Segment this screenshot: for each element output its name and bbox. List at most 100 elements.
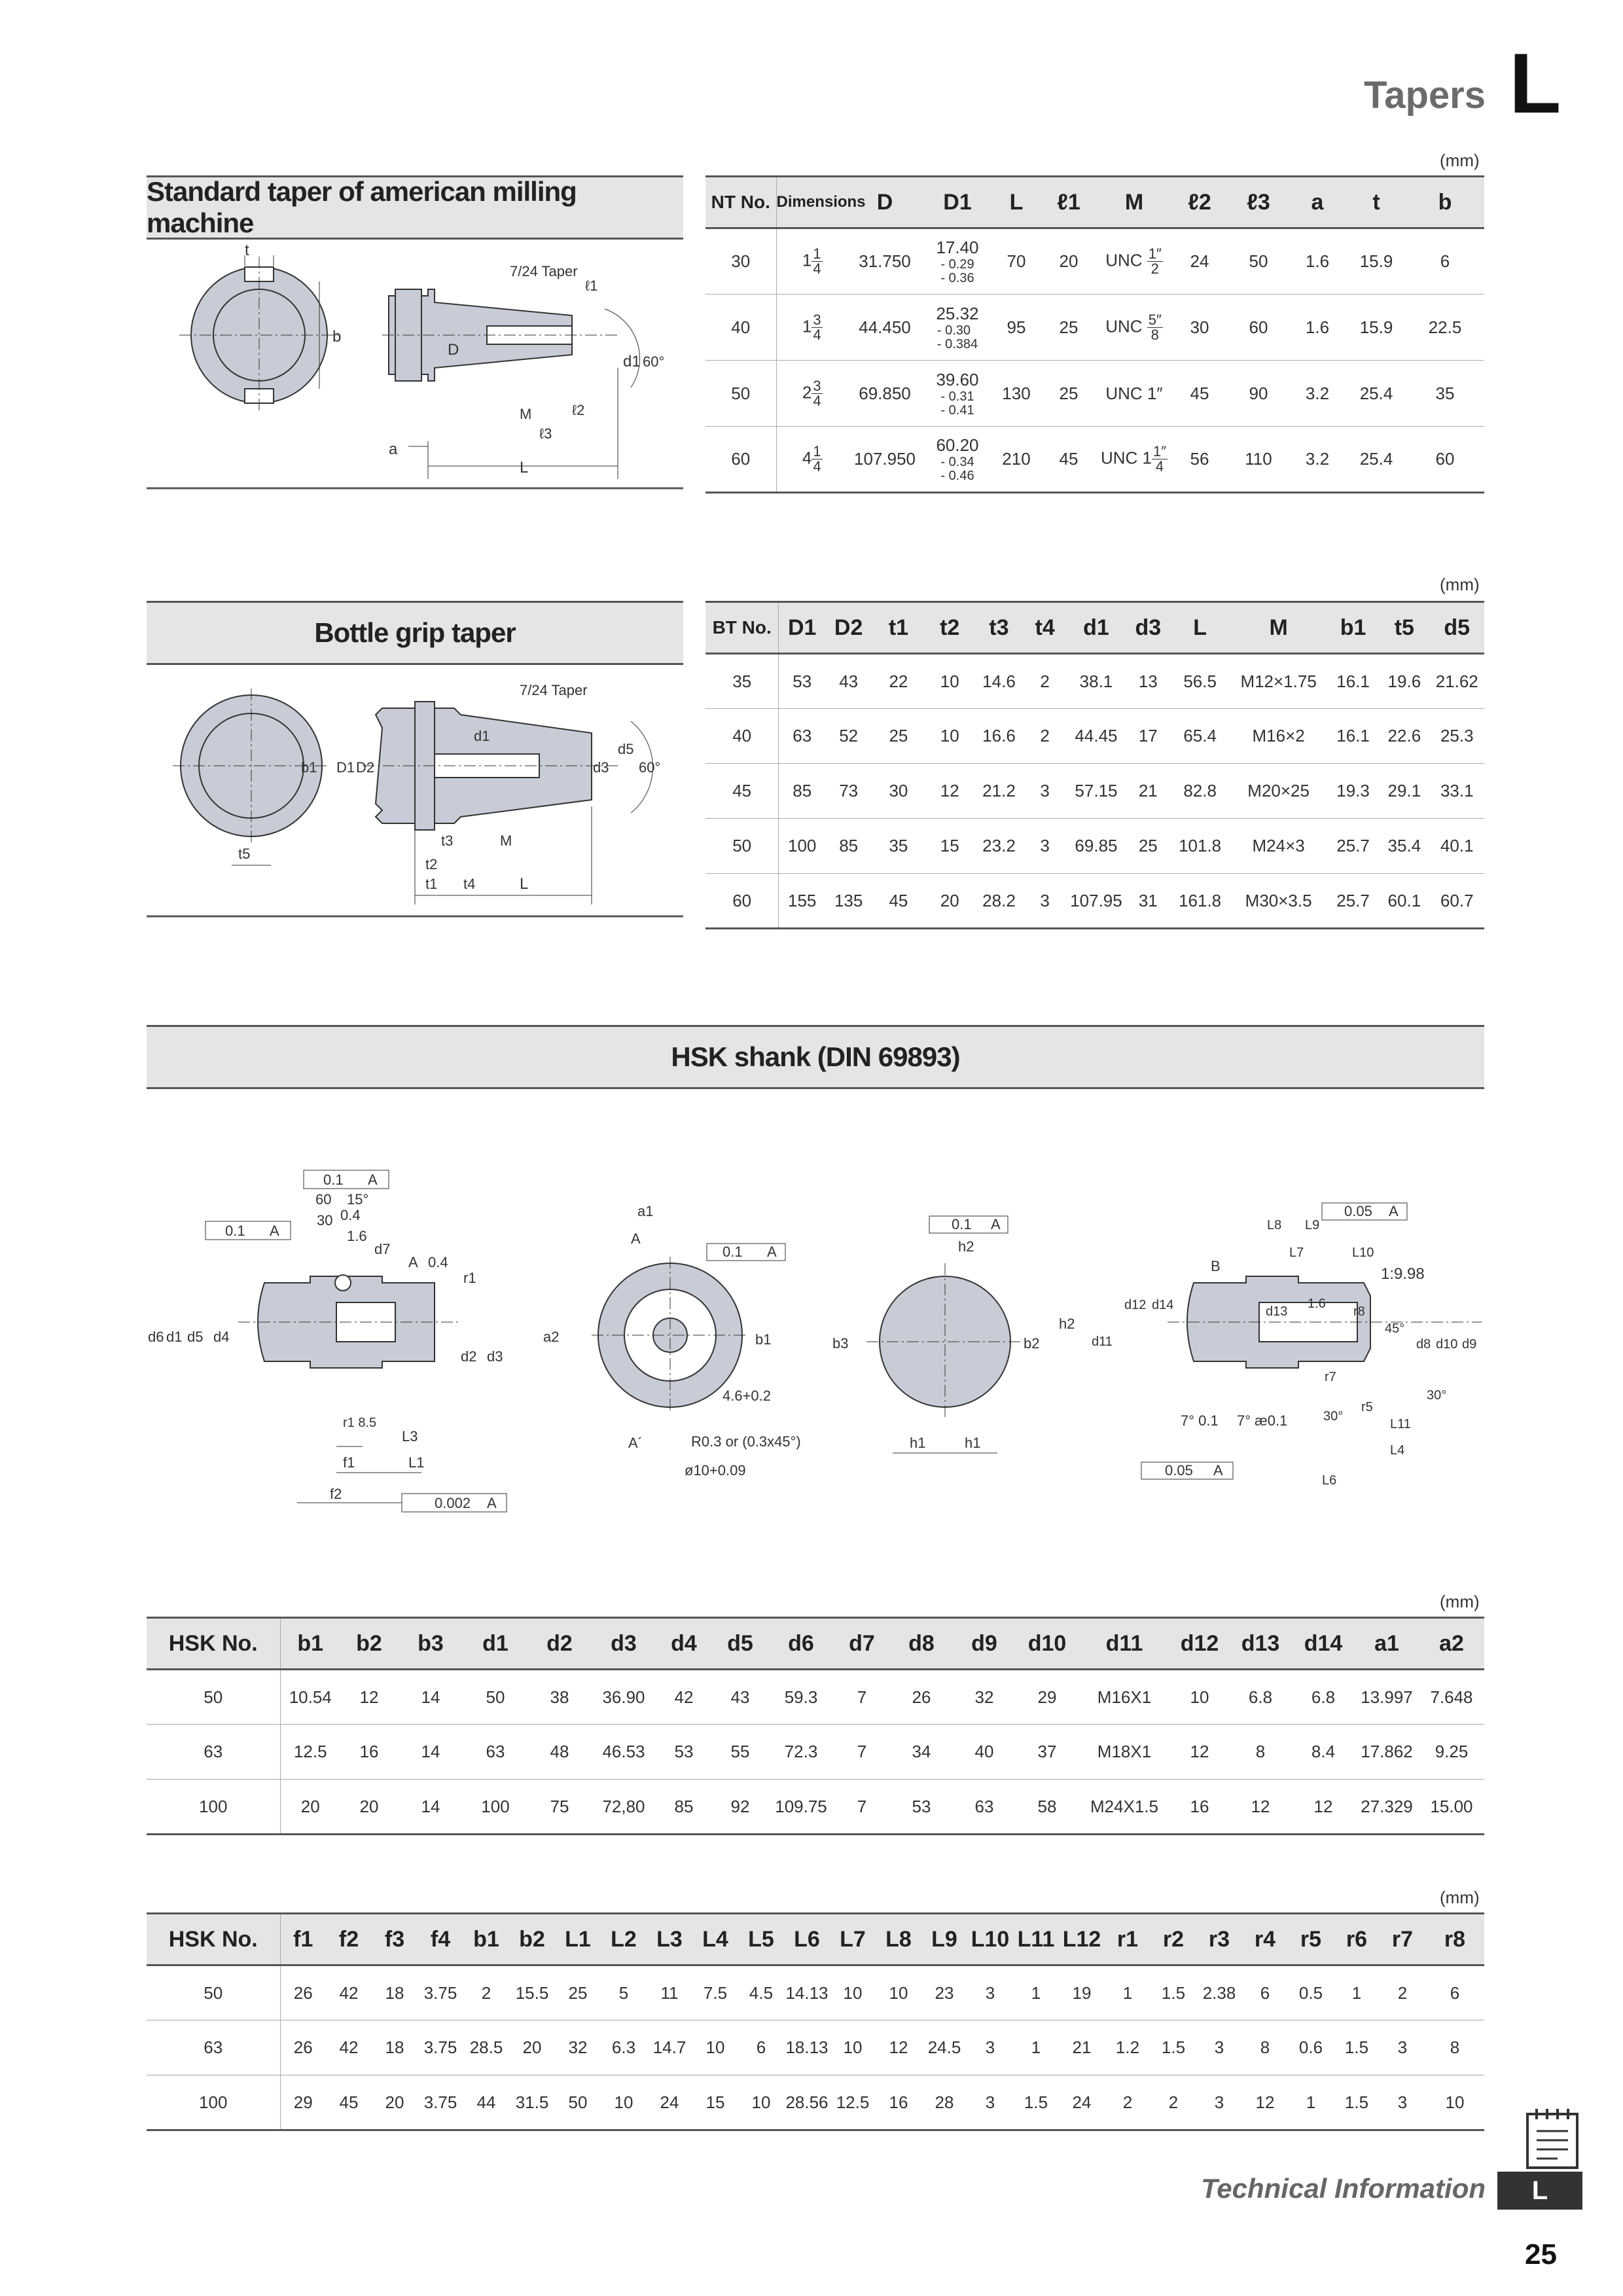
column-header: L8 bbox=[876, 1912, 921, 1966]
table-cell: 3 bbox=[1196, 2020, 1242, 2075]
table-cell: 32 bbox=[555, 2020, 601, 2075]
table-cell: 58 bbox=[1016, 1779, 1079, 1835]
column-header: d12 bbox=[1170, 1617, 1229, 1670]
table-cell: 10.54 bbox=[280, 1669, 340, 1725]
page-number: 25 bbox=[1525, 2238, 1557, 2270]
svg-text:b1: b1 bbox=[755, 1331, 771, 1348]
nt-label-M: M bbox=[520, 406, 531, 422]
table-cell: 50 bbox=[147, 1965, 281, 2020]
svg-text:L1: L1 bbox=[408, 1454, 424, 1471]
table-cell: 14.6 bbox=[974, 653, 1024, 709]
column-header: r5 bbox=[1288, 1912, 1334, 1966]
bt-label-L: L bbox=[520, 875, 528, 893]
table-cell: 8.4 bbox=[1292, 1724, 1355, 1780]
unit-label: (mm) bbox=[1440, 151, 1480, 170]
table-cell: 2.38 bbox=[1196, 1965, 1242, 2020]
nt-label-t: t bbox=[245, 242, 249, 259]
table-cell: 2 bbox=[1024, 708, 1067, 764]
svg-text:B: B bbox=[1211, 1258, 1221, 1274]
nt-label-l3: ℓ3 bbox=[539, 425, 552, 442]
table-cell: 25.7 bbox=[1327, 818, 1380, 874]
table-cell: 12 bbox=[340, 1669, 398, 1725]
table-cell: 1 bbox=[1334, 1965, 1380, 2020]
table-cell: 11 bbox=[647, 1965, 692, 2020]
table-cell: 1 bbox=[1013, 2020, 1059, 2075]
table-cell: 43 bbox=[825, 653, 872, 709]
nt-h-7: ℓ2 bbox=[1170, 175, 1229, 229]
table-cell: 10 bbox=[601, 2075, 647, 2131]
table-cell: 29.1 bbox=[1379, 763, 1430, 819]
table-cell: 28.56 bbox=[784, 2075, 830, 2131]
table-cell: 1.5 bbox=[1334, 2075, 1380, 2131]
svg-text:d10: d10 bbox=[1436, 1337, 1457, 1352]
table-cell: 16 bbox=[876, 2075, 921, 2131]
column-header: L11 bbox=[1013, 1912, 1059, 1966]
svg-text:r8: r8 bbox=[1353, 1304, 1365, 1319]
table-cell: 7 bbox=[834, 1724, 890, 1780]
table-cell: 57.15 bbox=[1066, 763, 1126, 819]
nt-label-l1: ℓ1 bbox=[585, 278, 597, 294]
table-cell: 37 bbox=[1016, 1724, 1079, 1780]
table-cell: 3 bbox=[1380, 2075, 1425, 2131]
table-cell: 20 bbox=[925, 873, 974, 929]
svg-text:d4: d4 bbox=[213, 1329, 229, 1345]
column-header: f4 bbox=[418, 1912, 463, 1966]
section-letter: L bbox=[1509, 35, 1561, 131]
table-cell: 109.75 bbox=[768, 1779, 834, 1835]
table-cell: 45 bbox=[872, 873, 925, 929]
table-cell: 59.3 bbox=[768, 1669, 834, 1725]
table-cell: 29 bbox=[280, 2075, 326, 2131]
svg-text:a1: a1 bbox=[637, 1203, 653, 1219]
table-cell: 45 bbox=[705, 763, 779, 819]
bt-label-t3: t3 bbox=[441, 833, 453, 849]
table-cell: 1.5 bbox=[1150, 1965, 1196, 2020]
svg-text:b2: b2 bbox=[1024, 1335, 1039, 1352]
svg-text:30°: 30° bbox=[1323, 1409, 1343, 1424]
bt-label-d3: d3 bbox=[593, 759, 609, 776]
table-cell: M30×3.5 bbox=[1230, 873, 1327, 929]
svg-text:r5: r5 bbox=[1361, 1400, 1373, 1414]
table-cell: 20 bbox=[509, 2020, 555, 2075]
table-cell: 20 bbox=[340, 1779, 398, 1835]
table-cell: 50 bbox=[463, 1669, 527, 1725]
column-header: d2 bbox=[527, 1617, 592, 1670]
svg-text:b3: b3 bbox=[832, 1335, 848, 1352]
table-cell: 3 bbox=[1024, 873, 1067, 929]
table-cell: 6.3 bbox=[601, 2020, 647, 2075]
table-cell: 52 bbox=[825, 708, 872, 764]
table-cell: 23 bbox=[921, 1965, 967, 2020]
svg-text:1:9.98: 1:9.98 bbox=[1381, 1265, 1425, 1283]
nt-h-9: a bbox=[1288, 175, 1347, 229]
table-cell: 14 bbox=[398, 1669, 463, 1725]
table-cell: 3 bbox=[1196, 2075, 1242, 2131]
table-cell: 21.2 bbox=[974, 763, 1024, 819]
bt-label-D2: D2 bbox=[356, 759, 374, 776]
svg-text:0.4: 0.4 bbox=[428, 1254, 448, 1270]
svg-text:d8: d8 bbox=[1416, 1337, 1431, 1352]
table-cell: 63 bbox=[147, 1724, 281, 1780]
column-header: a2 bbox=[1419, 1617, 1484, 1670]
column-header: b1 bbox=[280, 1617, 340, 1670]
table-cell: 21.62 bbox=[1429, 653, 1484, 709]
table-cell: 25 bbox=[1126, 818, 1170, 874]
table-cell: 22 bbox=[872, 653, 925, 709]
table-cell: M12×1.75 bbox=[1230, 653, 1327, 709]
column-header: d4 bbox=[656, 1617, 712, 1670]
table-cell: 1.5 bbox=[1150, 2020, 1196, 2075]
table-cell: 21 bbox=[1059, 2020, 1105, 2075]
table-cell: 44.45 bbox=[1066, 708, 1126, 764]
table-cell: 14.13 bbox=[784, 1965, 830, 2020]
table-cell: 9.25 bbox=[1419, 1724, 1484, 1780]
table-cell: 12.5 bbox=[280, 1724, 340, 1780]
svg-text:r1: r1 bbox=[463, 1270, 476, 1286]
table-cell: 31.5 bbox=[509, 2075, 555, 2131]
table-cell: 85 bbox=[656, 1779, 712, 1835]
table-cell: 60.1 bbox=[1379, 873, 1430, 929]
footer-tab: L bbox=[1497, 2172, 1582, 2210]
table-cell: M18X1 bbox=[1079, 1724, 1170, 1780]
table-cell: 27.329 bbox=[1355, 1779, 1419, 1835]
column-header: r3 bbox=[1196, 1912, 1242, 1966]
